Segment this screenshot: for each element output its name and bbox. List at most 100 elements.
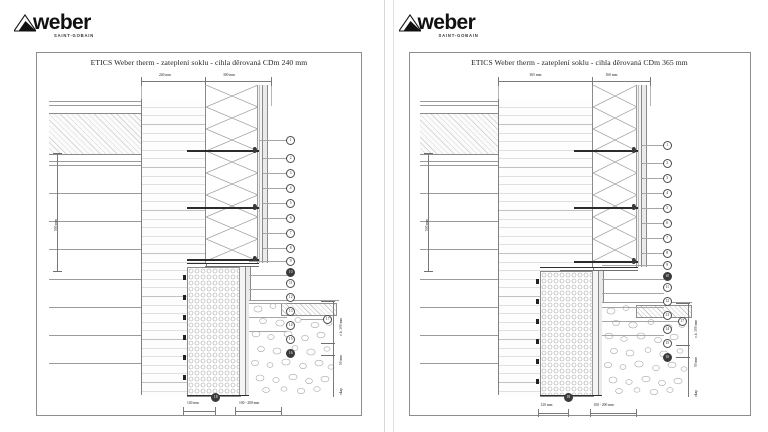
bottom-dim-label-1: 140 mm [187,401,199,405]
callout-13[interactable]: 13 [286,307,296,317]
interior-line [49,249,141,250]
leader-line [641,253,664,254]
callout-5[interactable]: 5 [286,199,296,209]
dim-tick [215,407,216,415]
interior-line [419,193,498,194]
weber-triangle-logo-icon [14,14,36,32]
callout-9[interactable]: 9 [286,257,296,267]
callout-12[interactable]: 12 [662,297,672,307]
dim-tick [635,409,637,417]
leader-line [263,203,287,204]
leader-line [263,248,287,249]
leader-line [249,331,287,332]
callout-15[interactable]: 15 [662,339,672,349]
interior-line [419,335,498,336]
callout-5[interactable]: 5 [662,204,672,214]
interior-line [49,161,141,162]
dim-tick [205,77,206,86]
xps-dot-pattern [540,272,593,396]
bottom-dimension-line [183,411,215,412]
anchor-plug [187,259,259,261]
gravel-backfill [601,303,688,395]
callout-8[interactable]: 8 [286,244,296,254]
interior-line [49,221,141,222]
leader-line [641,223,664,224]
callout-17[interactable]: 17 [323,315,333,325]
callout-11[interactable]: 11 [286,279,296,289]
brand-name: weber [33,11,91,34]
leader-line [263,188,287,189]
top-dimension-line [497,81,650,82]
callout-16[interactable]: 16 [662,353,672,363]
floor-slab-hatch [49,113,141,155]
callout-10[interactable]: 10 [286,268,296,278]
leader-line [601,335,664,336]
paving-slab [281,303,337,316]
callout-11[interactable]: 11 [662,283,672,293]
callout-18[interactable]: 18 [211,393,221,403]
callout-3[interactable]: 3 [662,174,672,184]
callout-9[interactable]: 9 [662,261,672,271]
drawing-title-left: ETICS Weber therm - zateplení soklu - ci… [90,58,308,67]
bottom-dim-label-1: 120 mm [540,403,553,407]
callout-10[interactable]: 10 [662,272,672,282]
callout-2[interactable]: 2 [286,154,296,164]
dim-arrow [53,271,62,272]
callout-3[interactable]: 3 [286,169,296,179]
drawing-frame-left: ETICS Weber therm - zateplení soklu - ci… [36,52,362,416]
callout-7[interactable]: 7 [662,234,672,244]
callout-8[interactable]: 8 [662,249,672,259]
interior-line [49,307,141,308]
callout-1[interactable]: 1 [286,136,296,146]
callout-18[interactable]: 18 [563,393,573,403]
leader-line [249,317,287,318]
dim-tick [649,77,651,86]
terrain-line [601,302,692,303]
anchor-head-icon [253,204,257,210]
callout-7[interactable]: 7 [286,229,296,239]
bottom-dimension-line [537,413,568,414]
dim-arrow [321,343,335,344]
leader-line [641,178,664,179]
callout-17[interactable]: 17 [677,317,687,327]
fixing-mark [183,295,186,301]
callout-2[interactable]: 2 [662,159,672,169]
dim-tick [589,409,591,417]
dim-tick [141,77,142,86]
anchor-head-icon [631,204,636,210]
callout-12[interactable]: 12 [286,293,296,303]
dim-tick [235,407,236,415]
dim-tick [271,77,272,86]
dim-arrow [321,355,335,356]
profile-line [205,266,259,267]
callout-6[interactable]: 6 [662,219,672,229]
interior-line [49,335,141,336]
callout-13[interactable]: 13 [662,311,672,321]
fixing-mark [535,279,539,285]
right-dimension-line [687,303,689,397]
top-dim-label-2: 300 mm [223,73,235,77]
fixing-mark [183,335,186,341]
slab-top-line [419,105,498,106]
leader-line [263,218,287,219]
fixing-mark [183,275,186,281]
reinforcing-mesh-line [637,85,639,267]
callout-16[interactable]: 16 [286,349,296,359]
eps-insulation-layer [205,85,259,263]
fixing-mark [183,355,186,361]
callout-6[interactable]: 6 [286,214,296,224]
left-dimension-line [427,153,429,271]
right-dim-label-1: o.b. 300 mm [339,317,343,336]
callout-4[interactable]: 4 [286,184,296,194]
callout-15[interactable]: 15 [286,335,296,345]
callout-1[interactable]: 1 [662,141,672,151]
callout-14[interactable]: 14 [286,321,296,331]
leader-line [601,307,664,308]
reinforcing-mesh-line [259,85,260,263]
drawing-title-right: ETICS Weber therm - zateplení soklu - ci… [471,58,688,67]
leader-line [641,238,664,239]
callout-14[interactable]: 14 [662,325,672,335]
callout-4[interactable]: 4 [662,189,672,199]
right-dim-label-3: okap [339,388,343,395]
right-dim-label-2: 50 mm [693,356,698,367]
